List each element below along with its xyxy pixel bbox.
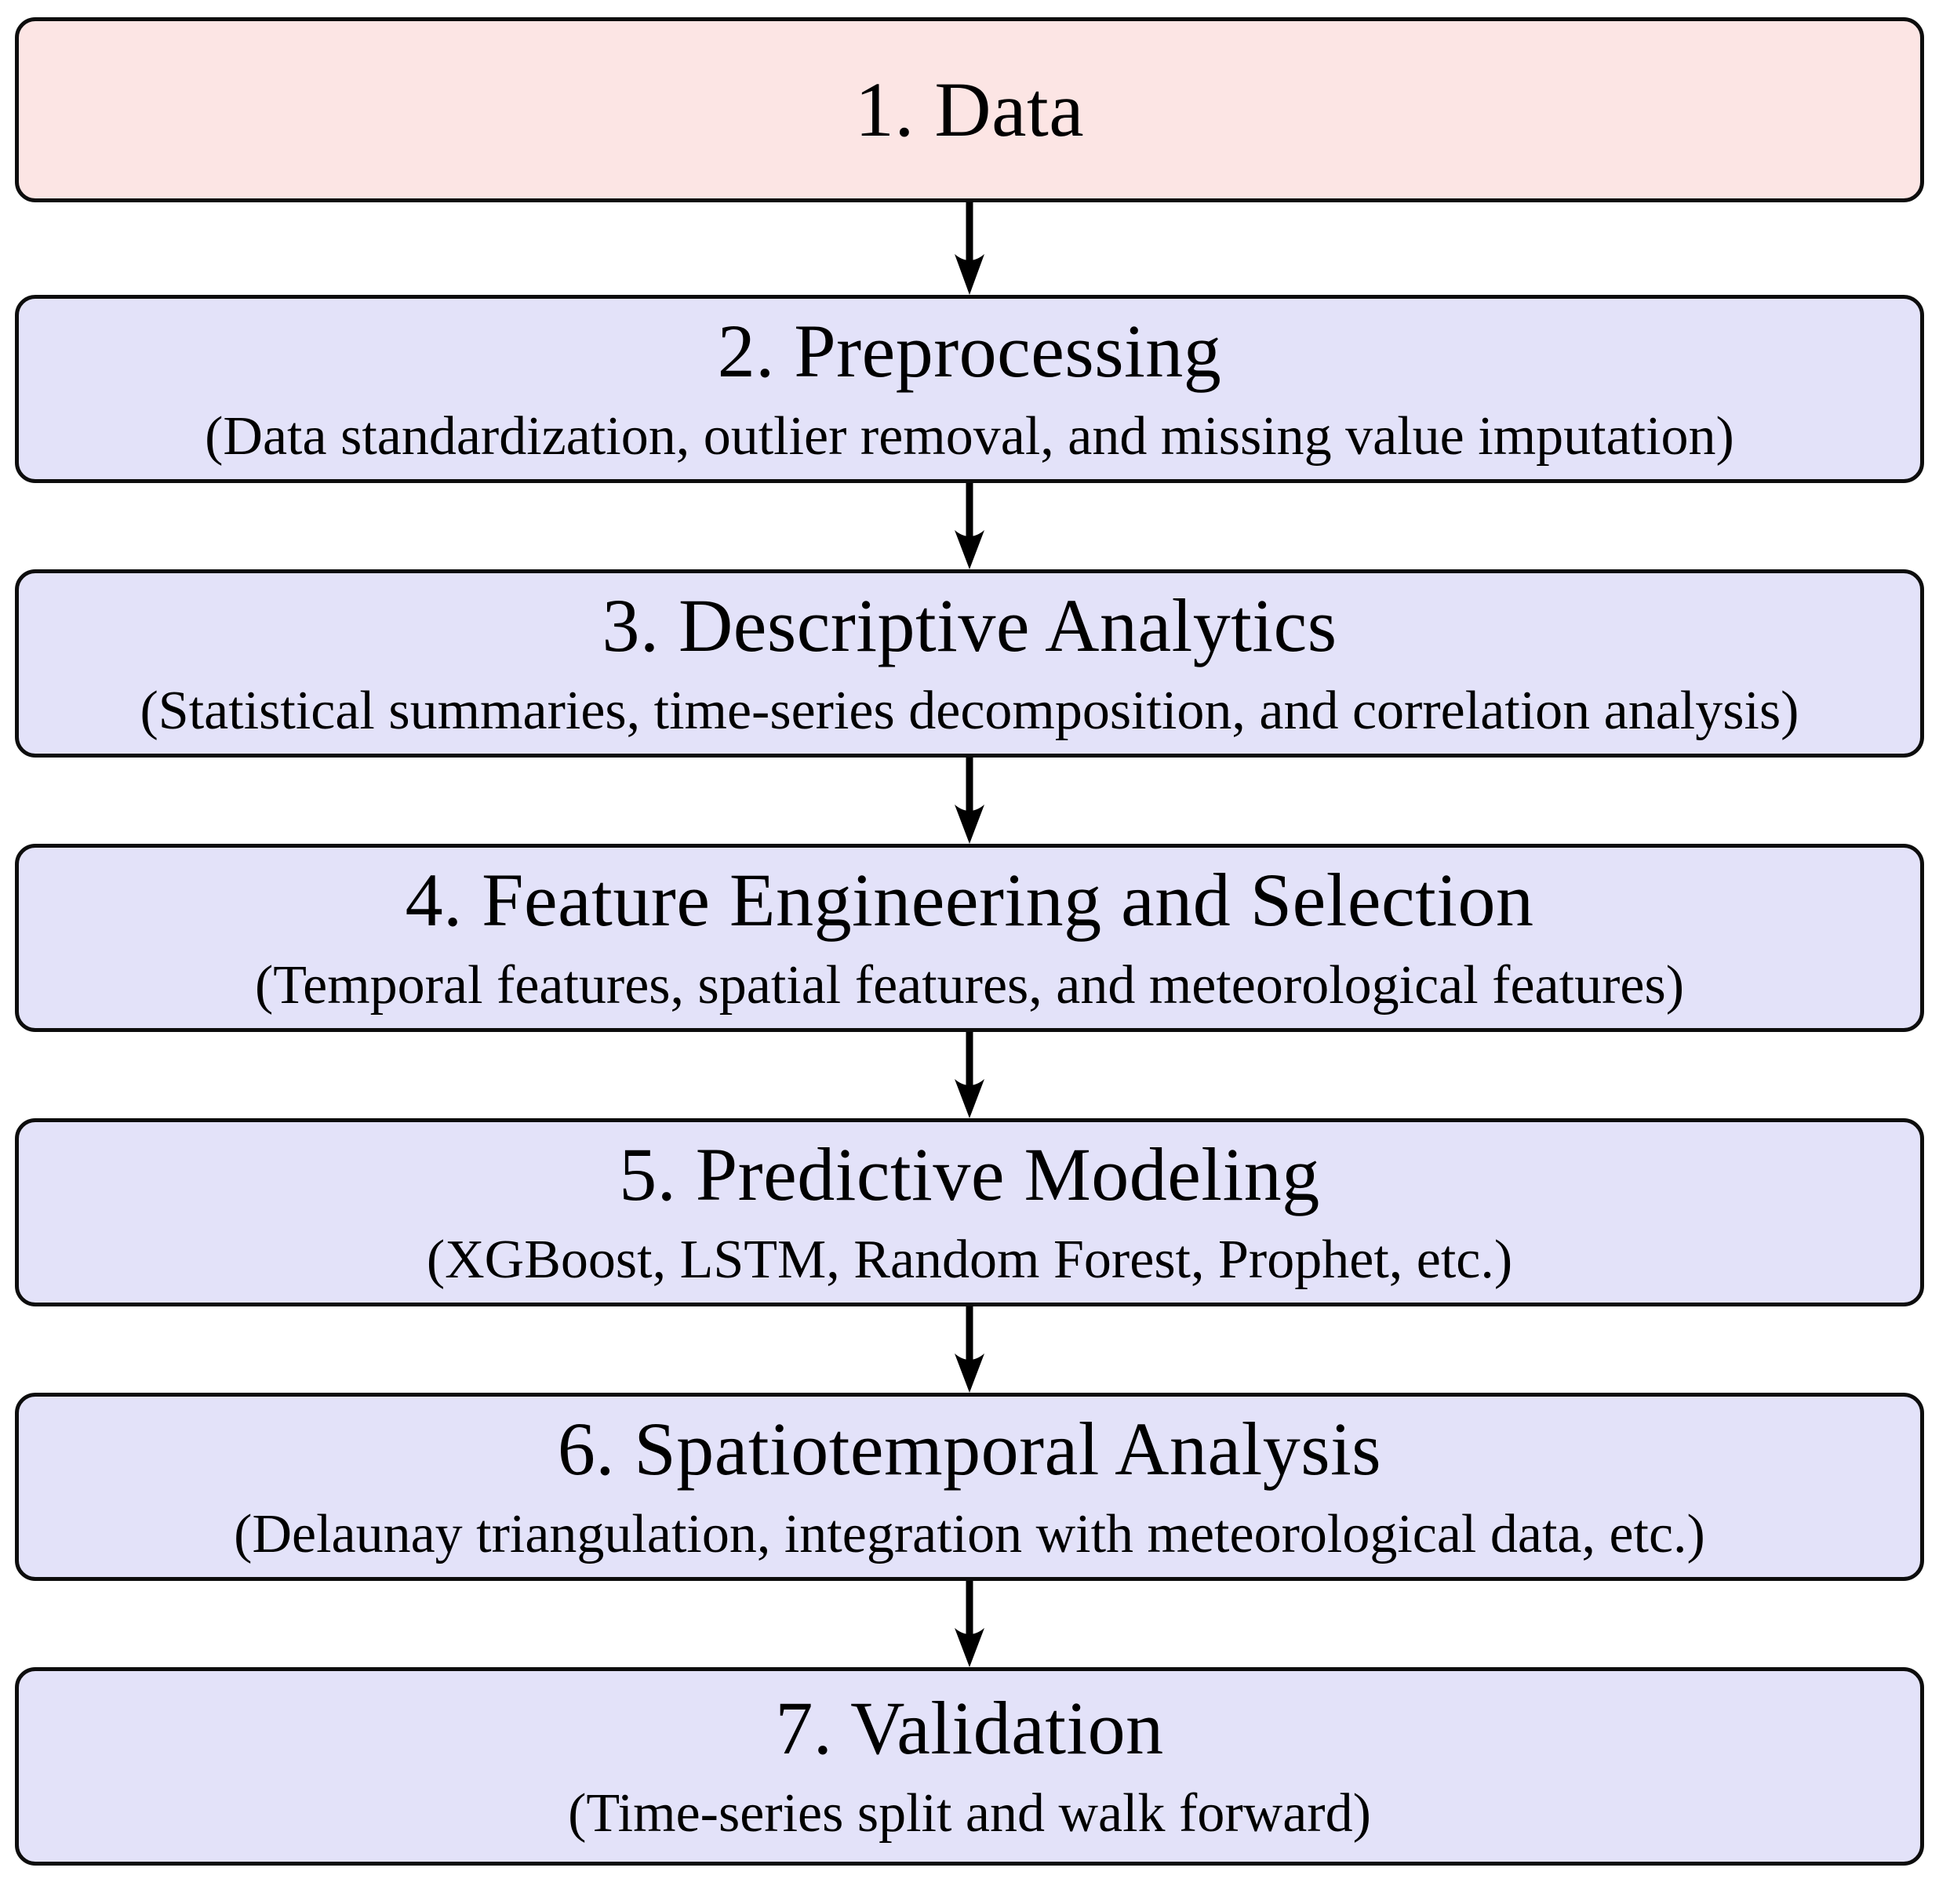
node-title: 1. Data — [854, 66, 1085, 153]
arrow-4-to-5 — [15, 1032, 1924, 1118]
node-subtitle: (Statistical summaries, time-series deco… — [140, 680, 1799, 741]
arrow-6-to-7 — [15, 1581, 1924, 1667]
flow-node-2-preprocessing[interactable]: 2. Preprocessing (Data standardization, … — [15, 295, 1924, 483]
flow-node-4-feature-engineering[interactable]: 4. Feature Engineering and Selection (Te… — [15, 844, 1924, 1032]
flow-node-1-data[interactable]: 1. Data — [15, 17, 1924, 202]
node-subtitle: (Data standardization, outlier removal, … — [205, 405, 1734, 467]
arrow-2-to-3 — [15, 483, 1924, 569]
arrow-1-to-2 — [15, 202, 1924, 295]
node-title: 4. Feature Engineering and Selection — [405, 857, 1534, 942]
node-subtitle: (Temporal features, spatial features, an… — [254, 954, 1685, 1016]
node-title: 3. Descriptive Analytics — [602, 583, 1337, 667]
flow-node-6-spatiotemporal-analysis[interactable]: 6. Spatiotemporal Analysis (Delaunay tri… — [15, 1393, 1924, 1581]
node-subtitle: (XGBoost, LSTM, Random Forest, Prophet, … — [426, 1229, 1513, 1290]
flow-node-5-predictive-modeling[interactable]: 5. Predictive Modeling (XGBoost, LSTM, R… — [15, 1118, 1924, 1306]
node-subtitle: (Delaunay triangulation, integration wit… — [234, 1503, 1705, 1564]
arrow-3-to-4 — [15, 758, 1924, 844]
node-subtitle: (Time-series split and walk forward) — [568, 1783, 1371, 1844]
node-title: 2. Preprocessing — [717, 308, 1222, 393]
node-title: 7. Validation — [775, 1686, 1164, 1771]
node-title: 6. Spatiotemporal Analysis — [557, 1406, 1382, 1491]
arrow-5-to-6 — [15, 1306, 1924, 1393]
node-title: 5. Predictive Modeling — [619, 1132, 1320, 1216]
flow-node-3-descriptive-analytics[interactable]: 3. Descriptive Analytics (Statistical su… — [15, 569, 1924, 758]
flow-node-7-validation[interactable]: 7. Validation (Time-series split and wal… — [15, 1667, 1924, 1866]
